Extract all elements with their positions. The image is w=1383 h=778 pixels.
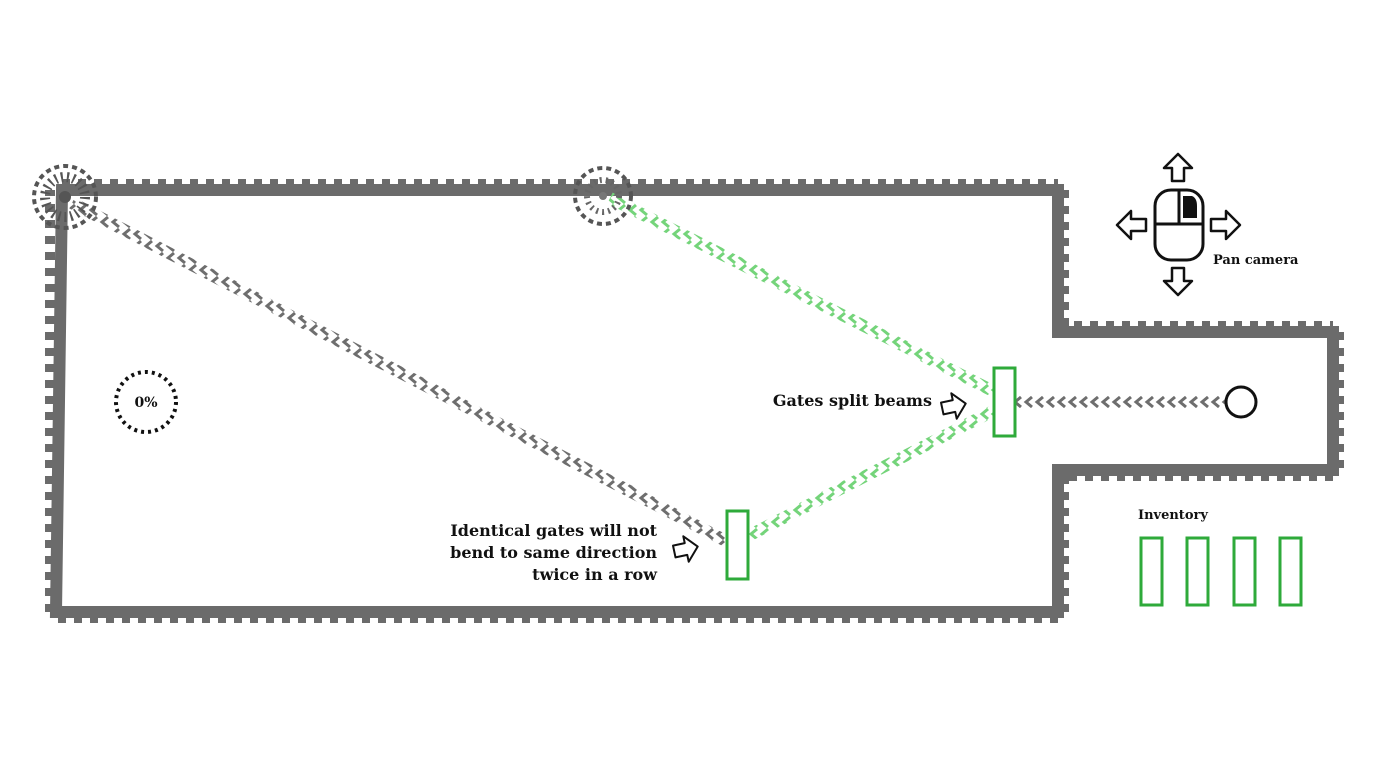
beam-source[interactable] [1224, 385, 1258, 419]
inventory-title: Inventory [1138, 508, 1208, 523]
progress-label: 0% [134, 395, 157, 411]
gate-1[interactable] [992, 366, 1017, 438]
progress-indicator: 0% [114, 370, 178, 434]
arrow-up-icon [1162, 152, 1194, 183]
arrow-right-icon [1209, 209, 1242, 241]
hint-identical-line-3: twice in a row [532, 565, 658, 584]
hint-identical-gates: Identical gates will not bend to same di… [450, 521, 699, 584]
beam-gate-1-to-receiver-2 [607, 192, 998, 398]
gate-2[interactable] [725, 509, 750, 581]
arrow-right-icon [672, 535, 699, 563]
inventory-slot-1[interactable] [1139, 536, 1164, 607]
arrow-right-icon [940, 392, 967, 420]
receiver-2-icon [573, 166, 633, 226]
hint-split-text: Gates split beams [773, 391, 932, 410]
receiver-1-icon [32, 164, 98, 230]
arrow-left-icon [1115, 209, 1148, 241]
inventory-slot-2[interactable] [1185, 536, 1210, 607]
inventory-slot-3[interactable] [1232, 536, 1257, 607]
camera-controls-hint: Pan camera [1115, 152, 1299, 297]
hint-identical-line-2: bend to same direction [450, 543, 657, 562]
inventory-slot-4[interactable] [1278, 536, 1303, 607]
level-wall [45, 179, 1344, 623]
beam-gate-2-to-receiver-1 [69, 197, 731, 548]
pan-camera-label: Pan camera [1213, 253, 1299, 268]
beam-gate-1-to-gate-2 [745, 404, 998, 542]
hint-identical-line-1: Identical gates will not [450, 521, 657, 540]
inventory: Inventory [1138, 508, 1303, 607]
mouse-icon [1153, 188, 1205, 262]
arrow-down-icon [1162, 266, 1194, 297]
hint-gates-split: Gates split beams [773, 391, 967, 420]
